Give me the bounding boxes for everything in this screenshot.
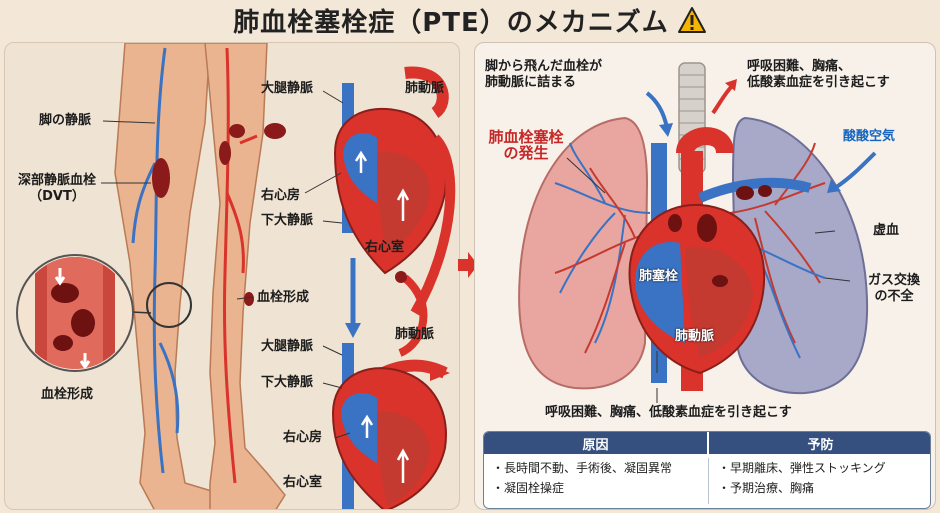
zoom-vessel — [16, 254, 134, 372]
clot-formation-zoom-label: 血栓形成 — [41, 387, 94, 402]
prevention-list: 早期離床、弾性ストッキング 予期治療、胸痛 — [718, 458, 886, 498]
cause-item: 長時間不動、手術後、凝固異常 — [492, 458, 672, 478]
gas-exchange-line2: の不全 — [874, 289, 914, 304]
symptoms-line1: 呼吸困難、胸痛、 — [747, 59, 852, 74]
clot-formation-mid-label: 血栓形成 — [257, 290, 310, 305]
femoral-vein-bottom-label: 大腿静脈 — [261, 339, 314, 354]
ischemia-label: 虚血 — [873, 223, 900, 238]
legs — [114, 43, 286, 509]
right-ventricle-top-label: 右心室 — [365, 240, 405, 255]
bottom-caption: 呼吸困難、胸痛、低酸素血症を引き起こす — [545, 405, 792, 420]
symptoms-line2: 低酸素血症を引き起こす — [747, 75, 890, 90]
pte-onset-line1: 肺血栓塞栓 — [488, 128, 564, 146]
transition-arrow-icon — [458, 252, 478, 278]
prevention-item: 予期治療、胸痛 — [718, 478, 886, 498]
ivc-bottom-label: 下大静脈 — [261, 375, 314, 390]
ivc-top-label: 下大静脈 — [261, 213, 314, 228]
heart-bottom — [331, 343, 450, 509]
embolus-label: 肺塞栓 — [639, 269, 679, 284]
page-title: 肺血栓塞栓症（PTE）のメカニズム — [0, 0, 940, 40]
gas-exchange-line1: ガス交換 — [867, 273, 920, 288]
heart-center — [628, 127, 812, 391]
gas-exchange-label: ガス交換 の不全 — [855, 273, 933, 305]
legs-heart-illustration — [16, 43, 456, 509]
right-atrium-top-label: 右心房 — [261, 188, 301, 203]
dvt-label: 深部静脈血栓 （DVT） — [11, 173, 103, 205]
cause-item: 凝固栓操症 — [492, 478, 672, 498]
dvt-panel: 脚の静脈 深部静脈血栓 （DVT） 血栓形成 大腿静脈 肺動脈 右心房 下大静脈… — [4, 42, 460, 510]
clot-travel-label: 脚から飛んだ血栓が 肺動脈に詰まる — [485, 59, 602, 91]
pte-onset-line2: の発生 — [503, 144, 549, 162]
cause-list: 長時間不動、手術後、凝固異常 凝固栓操症 — [492, 458, 672, 498]
warning-triangle-icon — [677, 6, 707, 34]
leg-vein-label: 脚の静脈 — [39, 113, 92, 128]
clot-travel-line1: 脚から飛んだ血栓が — [485, 59, 603, 74]
symptoms-label: 呼吸困難、胸痛、 低酸素血症を引き起こす — [747, 59, 890, 91]
pulmonary-artery-bottom-label: 肺動脈 — [395, 327, 435, 342]
right-atrium-bottom-label: 右心房 — [283, 430, 323, 445]
acidic-air-label: 酸酸空気 — [843, 129, 896, 144]
right-ventricle-bottom-label: 右心室 — [283, 475, 323, 490]
femoral-vein-top-label: 大腿静脈 — [261, 81, 314, 96]
heart-top — [239, 66, 456, 316]
clot-travel-line2: 肺動脈に詰まる — [485, 75, 577, 90]
cause-prevention-box: 原因 予防 長時間不動、手術後、凝固異常 凝固栓操症 早期離床、弾性ストッキング… — [483, 431, 931, 509]
cause-header: 原因 — [484, 432, 707, 454]
leg-clots — [152, 124, 254, 306]
prevention-item: 早期離床、弾性ストッキング — [718, 458, 886, 478]
pte-onset-label: 肺血栓塞栓 の発生 — [481, 129, 571, 161]
pulmonary-artery-label: 肺動脈 — [675, 329, 715, 344]
lungs-illustration — [518, 62, 877, 403]
dvt-label-line1: 深部静脈血栓 — [17, 173, 96, 188]
prevention-header: 予防 — [709, 432, 930, 454]
pulmonary-clots — [668, 185, 772, 287]
title-text: 肺血栓塞栓症（PTE）のメカニズム — [233, 7, 669, 38]
dvt-label-line2: （DVT） — [29, 189, 85, 204]
pulmonary-artery-top-label: 肺動脈 — [405, 81, 445, 96]
